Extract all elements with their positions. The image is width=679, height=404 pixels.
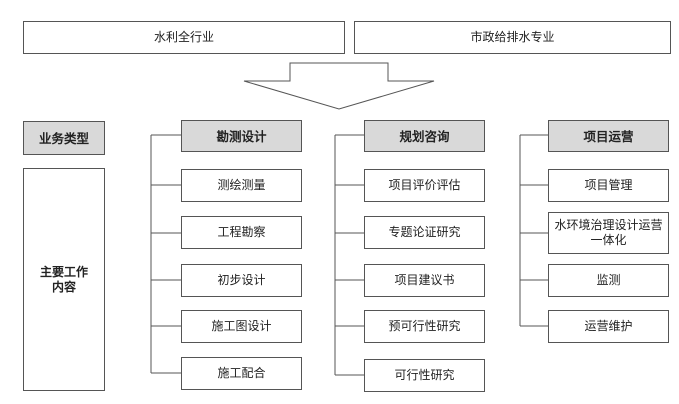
column-3-item-label: 运营维护 bbox=[584, 319, 633, 333]
column-3-item: 水环境治理设计运营一体化 bbox=[548, 212, 669, 254]
column-2-item-label: 专题论证研究 bbox=[388, 225, 461, 239]
top-bar-right: 市政给排水专业 bbox=[354, 21, 671, 54]
top-bar-left: 水利全行业 bbox=[23, 21, 345, 54]
column-3-item: 项目管理 bbox=[548, 169, 669, 202]
column-3-item-label: 水环境治理设计运营一体化 bbox=[554, 218, 663, 247]
column-1-item-label: 施工配合 bbox=[217, 366, 266, 380]
down-arrow-shape bbox=[243, 62, 435, 110]
column-1-item: 测绘测量 bbox=[181, 169, 302, 202]
column-1-item: 施工图设计 bbox=[181, 310, 302, 343]
column-1-item-label: 测绘测量 bbox=[217, 178, 266, 192]
business-type-label: 业务类型 bbox=[38, 130, 89, 146]
column-2-item: 专题论证研究 bbox=[364, 216, 485, 249]
column-3-item: 监测 bbox=[548, 264, 669, 297]
column-1-item-label: 初步设计 bbox=[217, 273, 266, 287]
column-2-item-label: 预可行性研究 bbox=[388, 319, 461, 333]
column-2-item: 可行性研究 bbox=[364, 359, 485, 392]
main-work-content-label: 主要工作 内容 bbox=[39, 264, 88, 294]
column-3-header-label: 项目运营 bbox=[583, 128, 634, 144]
column-2-header-label: 规划咨询 bbox=[399, 128, 450, 144]
column-2-item-label: 可行性研究 bbox=[394, 368, 455, 382]
column-1-item: 初步设计 bbox=[181, 264, 302, 297]
column-3-item-label: 监测 bbox=[596, 273, 621, 287]
column-3-item: 运营维护 bbox=[548, 310, 669, 343]
top-bar-left-label: 水利全行业 bbox=[153, 30, 214, 44]
column-2-item: 项目评价评估 bbox=[364, 169, 485, 202]
column-1-item: 工程勘察 bbox=[181, 216, 302, 249]
column-2-item: 预可行性研究 bbox=[364, 310, 485, 343]
column-1-item-label: 施工图设计 bbox=[211, 319, 272, 333]
business-type-header: 业务类型 bbox=[23, 121, 105, 155]
main-work-content-box: 主要工作 内容 bbox=[23, 168, 105, 391]
column-1-item-label: 工程勘察 bbox=[217, 225, 266, 239]
top-bar-right-label: 市政给排水专业 bbox=[470, 30, 555, 44]
column-2-item: 项目建议书 bbox=[364, 264, 485, 297]
column-1-header: 勘测设计 bbox=[181, 120, 302, 152]
column-3-item-label: 项目管理 bbox=[584, 178, 633, 192]
column-1-item: 施工配合 bbox=[181, 357, 302, 390]
column-3-header: 项目运营 bbox=[548, 120, 669, 152]
column-2-item-label: 项目评价评估 bbox=[388, 178, 461, 192]
column-2-item-label: 项目建议书 bbox=[394, 273, 455, 287]
column-2-header: 规划咨询 bbox=[364, 120, 485, 152]
column-1-header-label: 勘测设计 bbox=[216, 128, 267, 144]
